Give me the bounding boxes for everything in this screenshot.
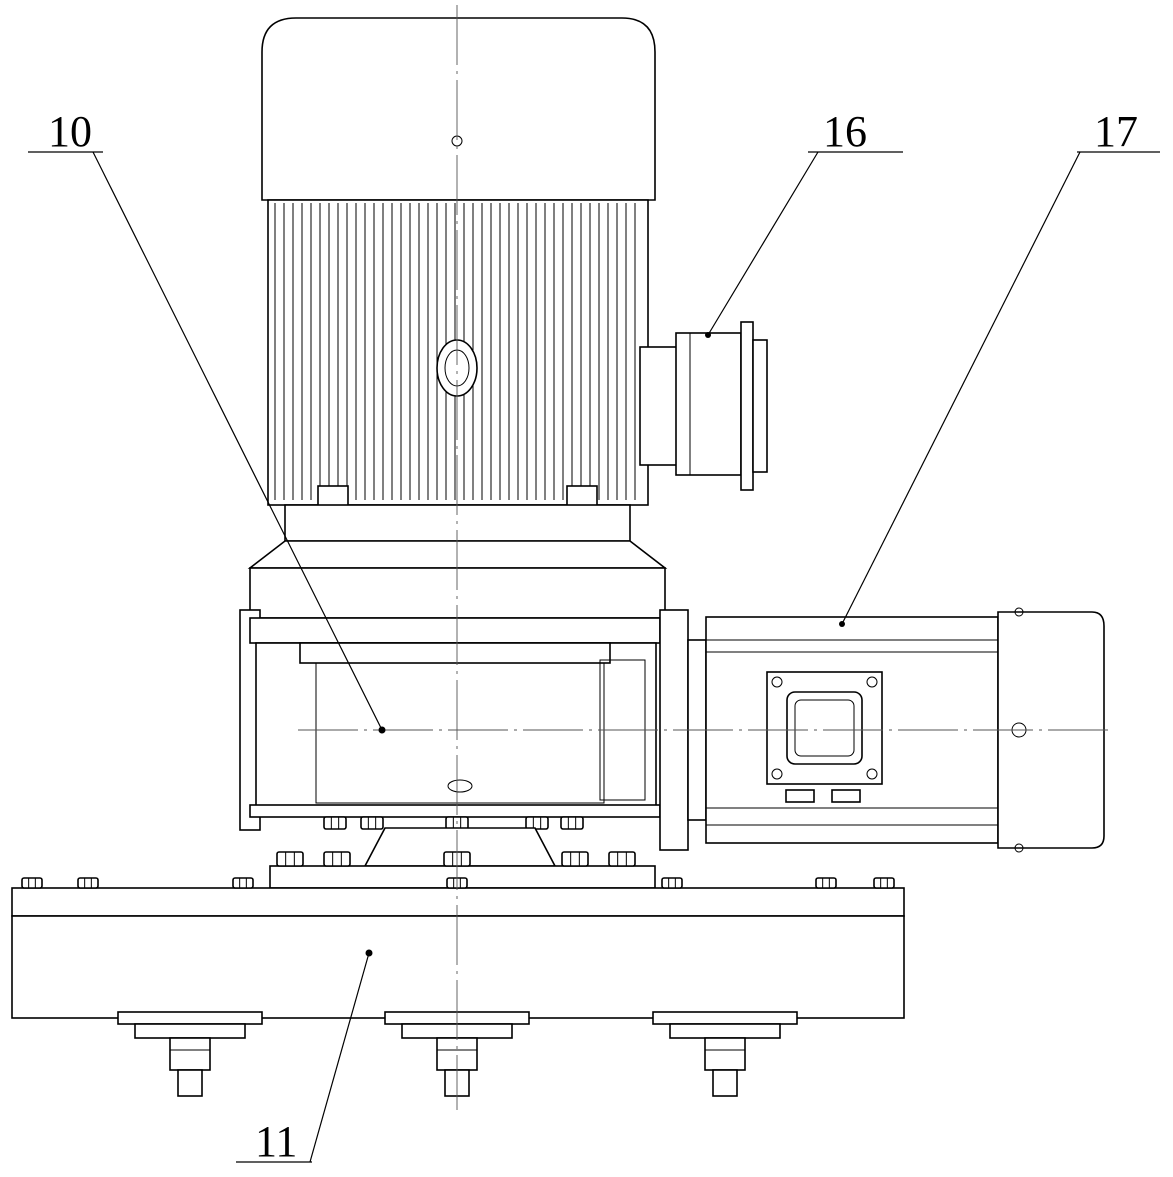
callout-11: 11 [236,949,373,1166]
leveling-foot [652,1011,798,1097]
ref-label-10: 10 [48,107,92,156]
gearbox-bolt [525,816,549,830]
ref-label-16: 16 [823,107,867,156]
leveling-foot [117,1011,263,1097]
callout-16: 16 [705,107,903,338]
junction-box [639,321,768,491]
ref-label-17: 17 [1094,107,1138,156]
motor-flange-base [284,504,631,542]
gearbox-housing [239,567,666,889]
motor-body [267,199,649,506]
gearbox-bolts [323,816,584,830]
callout-17: 17 [839,107,1160,627]
plate-bolt [608,851,636,867]
gearbox-bolt [323,816,347,830]
motor-cooling-fins [274,203,636,500]
ref-label-11: 11 [255,1117,297,1166]
base-bolt [232,877,254,889]
base-frame [11,877,905,1097]
base-bolt [661,877,683,889]
main-motor [247,17,768,569]
plate-bolt [561,851,589,867]
plate-bolt [323,851,351,867]
gearbox-bolt [360,816,384,830]
base-bolt [21,877,43,889]
motor-flange-taper [247,540,668,569]
gearbox-bolt [560,816,584,830]
callout-10: 10 [28,107,386,734]
base-feet [117,1011,798,1097]
base-top-bolts [21,877,895,889]
base-bolt [77,877,99,889]
motor-fan-cover [261,17,656,201]
base-bolt [815,877,837,889]
coupling-plate-bolts [276,851,636,867]
base-bolt [873,877,895,889]
plate-bolt [276,851,304,867]
